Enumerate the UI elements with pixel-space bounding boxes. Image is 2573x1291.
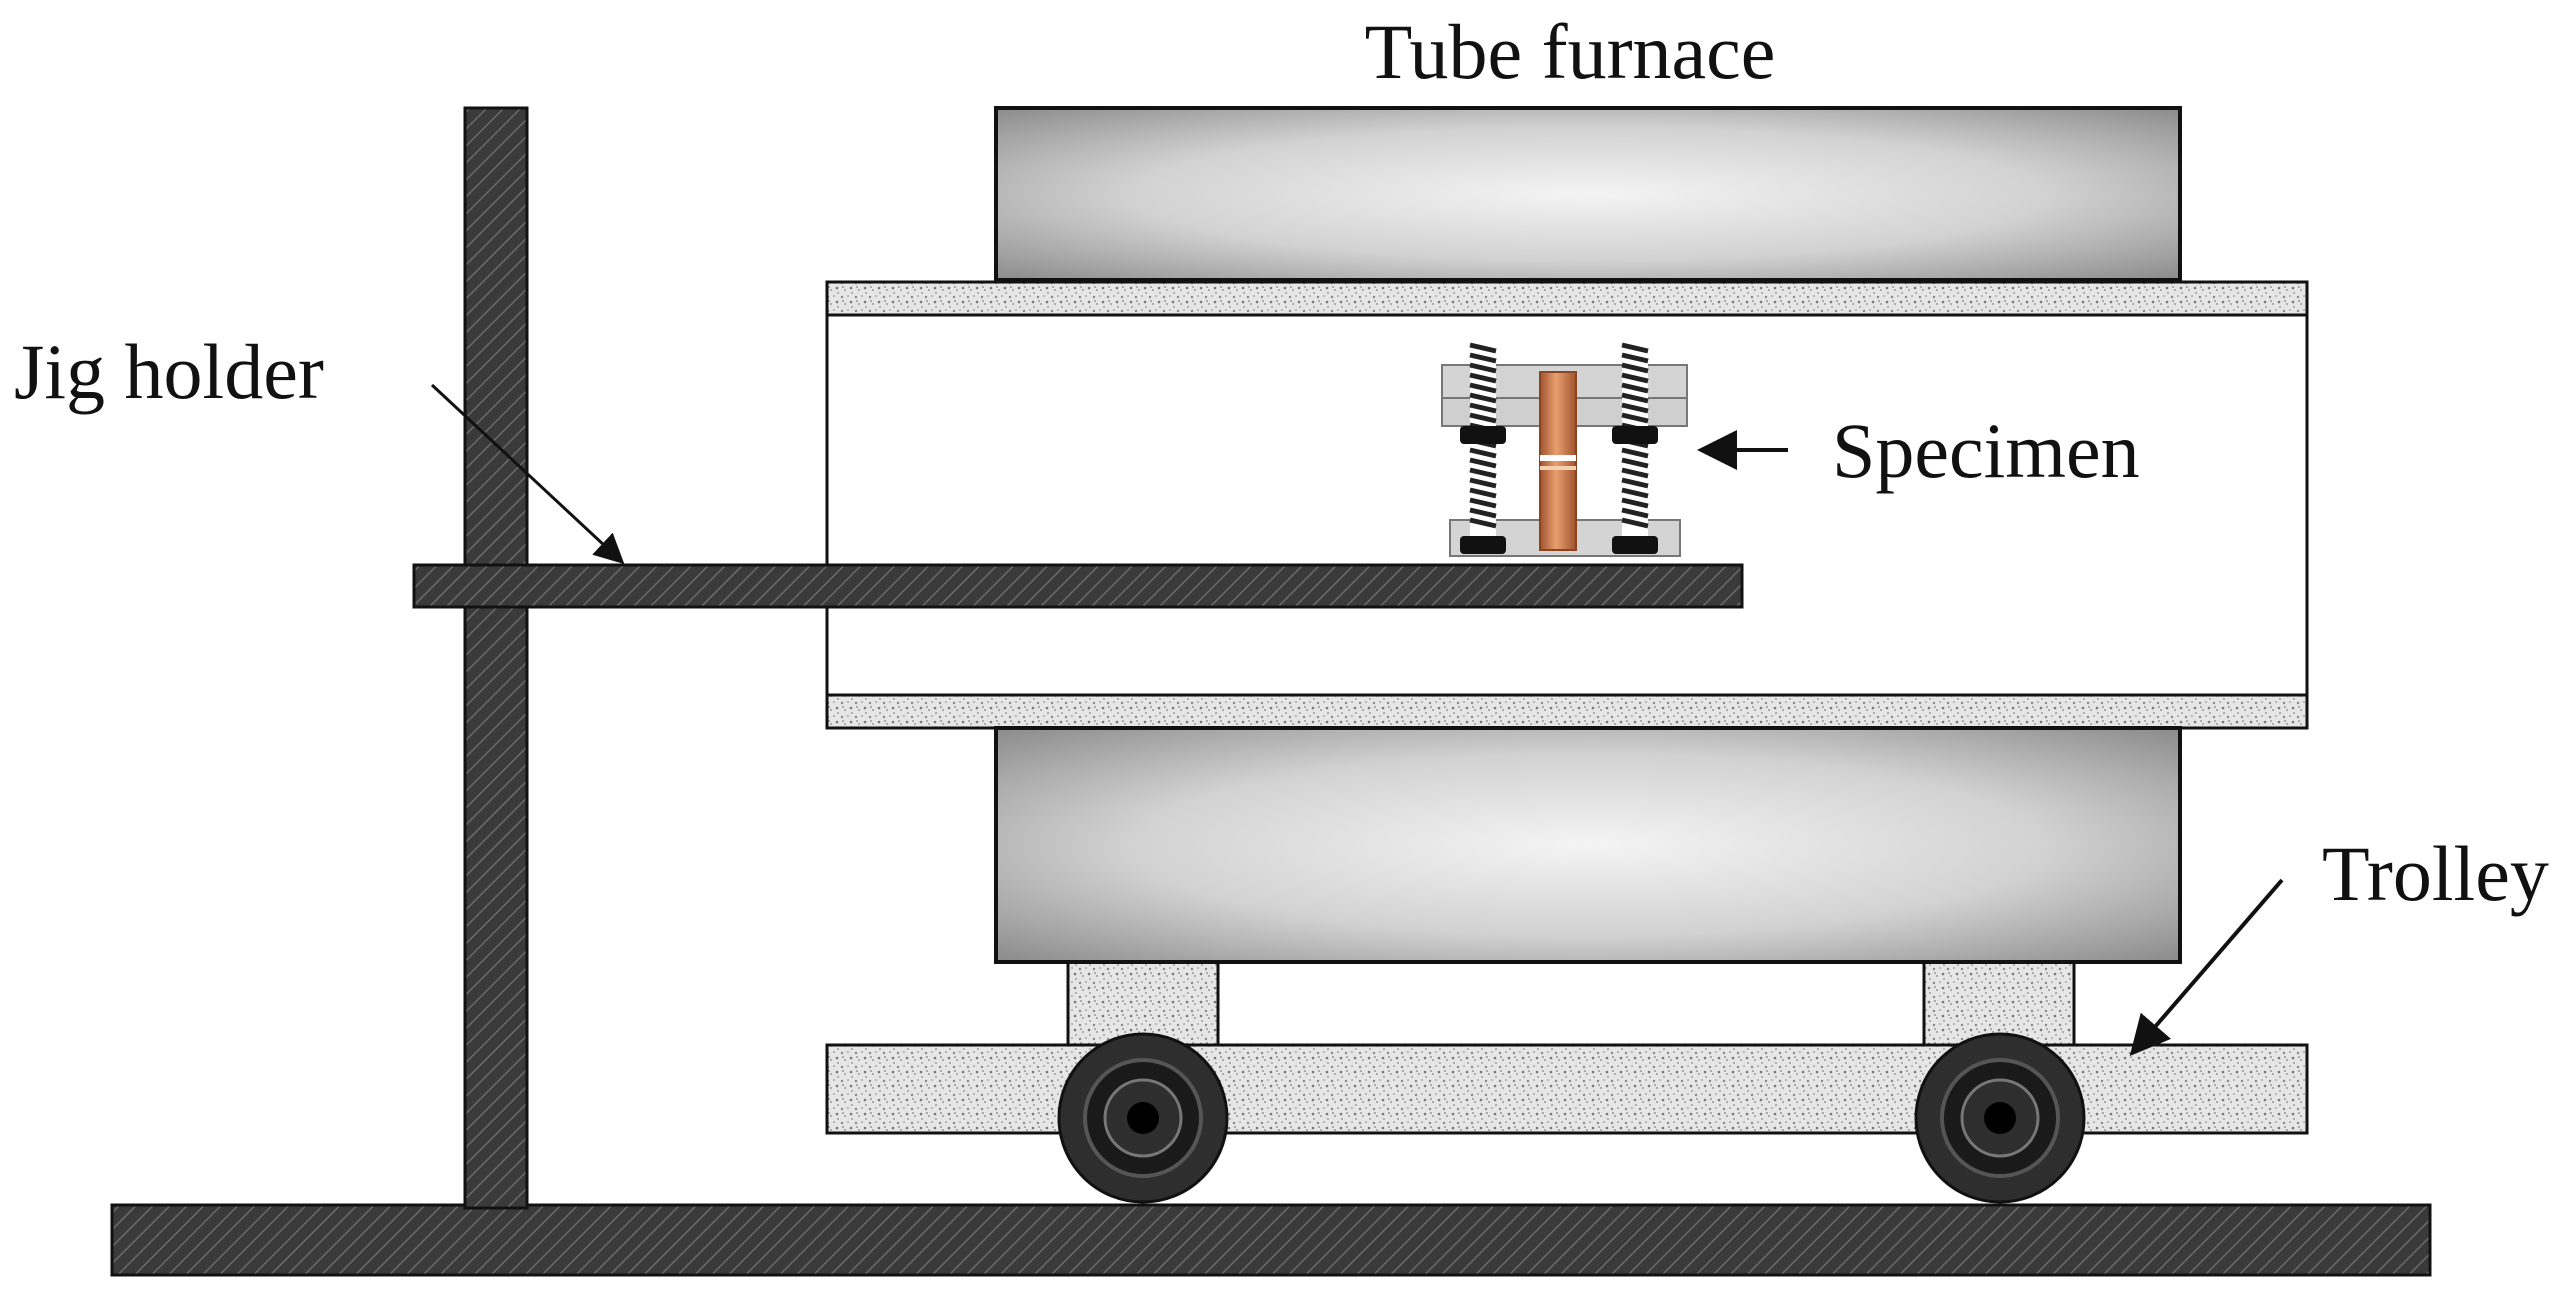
jig-bolt-left — [1460, 340, 1506, 554]
specimen-jig — [1441, 340, 1688, 557]
furnace-upper-heater — [994, 106, 2182, 282]
furnace-tube-wall-top — [825, 280, 2309, 317]
jig-bolt-right — [1612, 340, 1658, 554]
jig-holder-leader — [430, 383, 625, 565]
trolley-wheel-left — [1057, 1032, 1229, 1204]
furnace-lower-heater — [994, 726, 2182, 964]
furnace-tube-wall-bottom — [825, 693, 2309, 730]
trolley-wheel-right — [1914, 1032, 2086, 1204]
jig-holder-label: Jig holder — [14, 328, 324, 415]
specimen-label: Specimen — [1832, 407, 2140, 494]
trolley-leader — [2129, 878, 2284, 1057]
ground-base — [110, 1203, 2432, 1277]
jig-holder-arm — [412, 563, 1744, 609]
trolley-label: Trolley — [2322, 830, 2549, 917]
jig-holder-post — [463, 106, 529, 1210]
tube-furnace-label: Tube furnace — [1365, 8, 1776, 95]
